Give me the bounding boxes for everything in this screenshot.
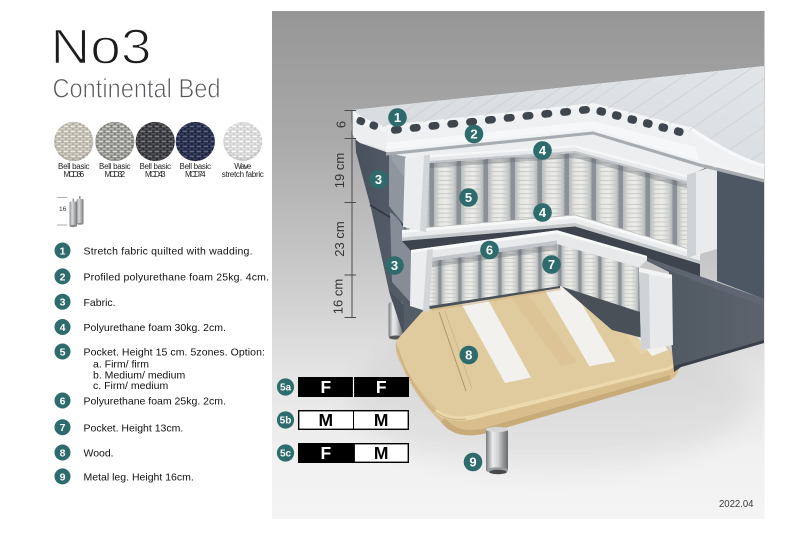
svg-text:Wood.: Wood. [84, 448, 114, 460]
svg-text:F: F [376, 377, 387, 397]
svg-text:6: 6 [334, 121, 349, 128]
svg-text:c. Firm/ medium: c. Firm/ medium [93, 380, 168, 392]
svg-text:MCD74: MCD74 [185, 170, 206, 179]
svg-text:F: F [320, 443, 331, 463]
svg-text:3: 3 [375, 172, 382, 187]
svg-text:19 cm: 19 cm [332, 153, 347, 188]
svg-text:Pocket. Height 15 cm. 5zones.: Pocket. Height 15 cm. 5zones. Option: [84, 347, 265, 359]
svg-text:stretch fabric: stretch fabric [222, 170, 264, 179]
svg-text:9: 9 [60, 471, 66, 483]
svg-text:Polyurethane foam 25kg. 2cm.: Polyurethane foam 25kg. 2cm. [84, 396, 226, 408]
svg-text:8: 8 [465, 348, 472, 363]
svg-text:7: 7 [60, 422, 66, 434]
svg-text:Bell basic: Bell basic [99, 162, 131, 171]
svg-text:1: 1 [60, 245, 66, 257]
svg-text:No3: No3 [51, 21, 152, 75]
svg-text:M: M [374, 443, 389, 463]
svg-text:Polyurethane foam 30kg. 2cm.: Polyurethane foam 30kg. 2cm. [84, 322, 226, 334]
svg-text:MCD43: MCD43 [145, 170, 166, 179]
svg-text:5: 5 [465, 190, 472, 205]
svg-text:MCD36: MCD36 [64, 170, 85, 179]
svg-text:5: 5 [60, 346, 66, 358]
svg-text:Pocket. Height 13cm.: Pocket. Height 13cm. [84, 422, 184, 434]
svg-text:16 cm: 16 cm [331, 279, 346, 314]
svg-text:Metal leg. Height 16cm.: Metal leg. Height 16cm. [84, 472, 194, 484]
svg-text:Bell basic: Bell basic [139, 162, 171, 171]
svg-text:Wave: Wave [234, 162, 252, 171]
svg-text:b. Medium/ medium: b. Medium/ medium [93, 369, 185, 381]
svg-text:9: 9 [469, 455, 476, 470]
svg-text:M: M [319, 410, 334, 430]
svg-text:4: 4 [539, 143, 547, 158]
svg-text:3: 3 [60, 297, 66, 309]
svg-text:F: F [320, 377, 331, 397]
svg-text:Continental Bed: Continental Bed [53, 73, 221, 103]
svg-text:8: 8 [60, 447, 66, 459]
svg-text:2022.04: 2022.04 [719, 499, 754, 510]
svg-text:5c: 5c [280, 449, 292, 460]
svg-text:a. Firm/ firm: a. Firm/ firm [93, 358, 149, 370]
svg-text:Bell basic: Bell basic [180, 162, 212, 171]
svg-text:MCD32: MCD32 [105, 170, 126, 179]
svg-text:Stretch fabric quilted with wa: Stretch fabric quilted with wadding. [84, 246, 253, 258]
svg-text:Profiled polyurethane foam 25k: Profiled polyurethane foam 25kg. 4cm. [84, 272, 270, 284]
svg-text:4: 4 [60, 322, 66, 334]
svg-text:2: 2 [470, 127, 477, 142]
svg-text:Bell basic: Bell basic [58, 162, 90, 171]
svg-text:16: 16 [59, 206, 67, 213]
svg-text:3: 3 [391, 258, 398, 273]
svg-text:1: 1 [394, 110, 401, 125]
svg-text:6: 6 [486, 243, 493, 258]
svg-text:5a: 5a [280, 383, 292, 394]
svg-text:6: 6 [60, 395, 66, 407]
svg-text:5b: 5b [280, 416, 292, 427]
svg-text:M: M [374, 410, 389, 430]
svg-text:7: 7 [548, 257, 555, 272]
svg-text:23 cm: 23 cm [332, 221, 347, 256]
svg-text:2: 2 [60, 271, 66, 283]
svg-text:Fabric.: Fabric. [84, 297, 116, 309]
svg-text:4: 4 [539, 205, 547, 220]
